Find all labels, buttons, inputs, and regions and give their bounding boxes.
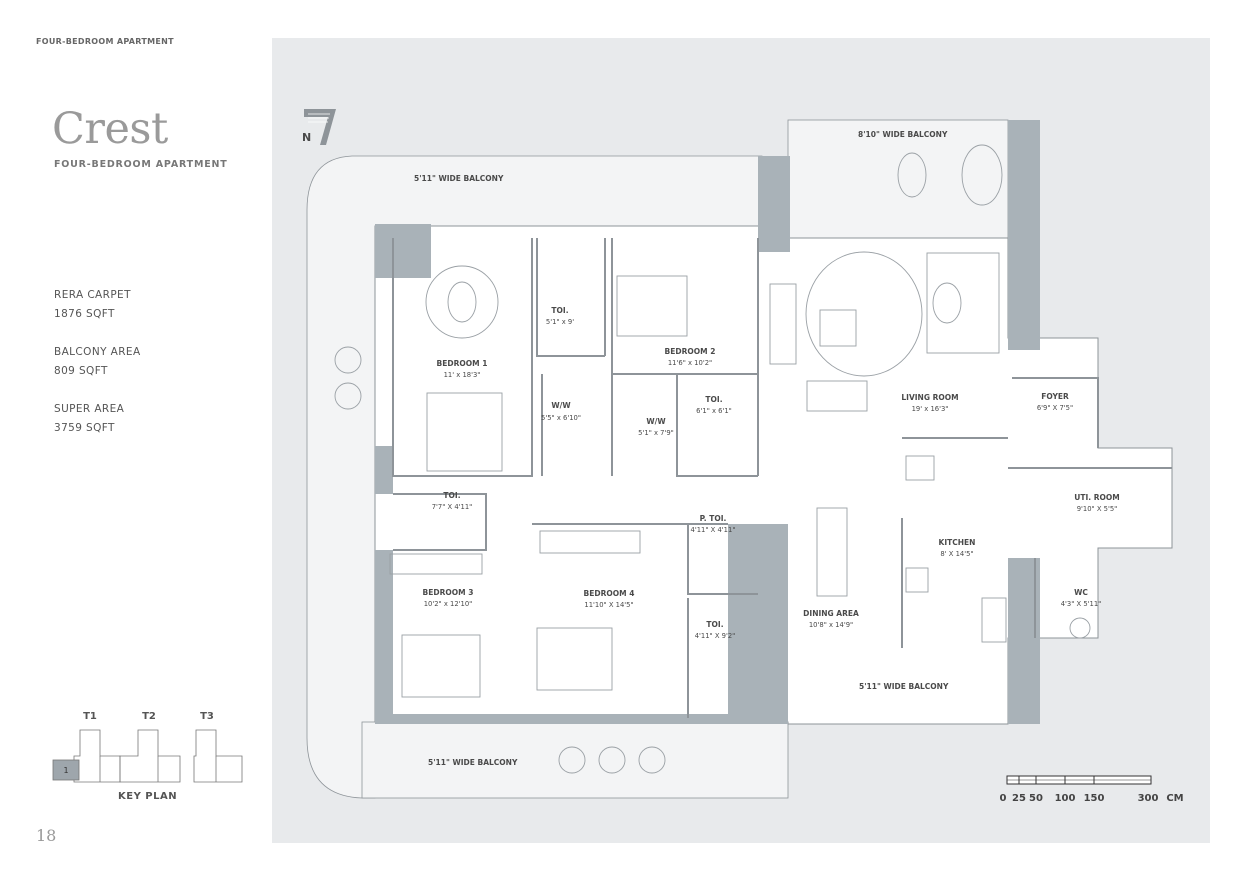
page-subtitle: FOUR-BEDROOM APARTMENT	[54, 159, 228, 170]
key-unit-number: 1	[63, 766, 68, 775]
wall-right-column	[1008, 120, 1040, 350]
scale-tick-0: 0	[1000, 793, 1007, 804]
room-wiw1-name: W/W	[551, 401, 571, 410]
room-foyer-name: FOYER	[1041, 392, 1069, 401]
room-bedroom1-dim: 11' x 18'3"	[444, 371, 481, 379]
room-toi1-name: TOI.	[551, 306, 568, 315]
stat-balcony-area: BALCONY AREA 809 SQFT	[54, 343, 254, 381]
scale-bar	[1006, 775, 1152, 785]
room-ptoi-name: P. TOI.	[700, 514, 727, 523]
stat-value: 3759 SQFT	[54, 422, 115, 434]
scale-tick-25: 25	[1012, 793, 1026, 804]
area-stats: RERA CARPET 1876 SQFT BALCONY AREA 809 S…	[54, 286, 254, 457]
scale-tick-50: 50	[1029, 793, 1043, 804]
header-label: FOUR-BEDROOM APARTMENT	[36, 37, 174, 46]
room-toi3-name: TOI.	[443, 491, 460, 500]
room-toi4-dim: 4'11" X 9'2"	[695, 632, 736, 640]
scale-tick-150: 150	[1084, 793, 1105, 804]
page-title: Crest	[52, 104, 168, 154]
room-living-name: LIVING ROOM	[901, 393, 958, 402]
north-label: N	[302, 131, 311, 144]
room-utility-name: UTI. ROOM	[1074, 493, 1119, 502]
wall-column-center	[728, 524, 788, 724]
wall-column	[758, 156, 790, 252]
wall-column	[375, 446, 393, 494]
room-toi2-dim: 6'1" x 6'1"	[696, 407, 732, 415]
balcony-label-top-right: 8'10" WIDE BALCONY	[858, 130, 948, 139]
room-toi2-name: TOI.	[705, 395, 722, 404]
key-plan-highlight-unit	[52, 759, 80, 781]
room-bedroom2-dim: 11'6" x 10'2"	[668, 359, 712, 367]
room-dining-name: DINING AREA	[803, 609, 859, 618]
room-foyer-dim: 6'9" X 7'5"	[1037, 404, 1073, 412]
floor-plan: N	[302, 109, 1184, 804]
scale-tick-100: 100	[1055, 793, 1076, 804]
key-tower-t2: T2	[142, 711, 156, 722]
room-wc-name: WC	[1074, 588, 1088, 597]
key-plan-title: KEY PLAN	[118, 791, 178, 802]
key-plan-diagram: T1 T2 T3 1	[52, 711, 243, 783]
stat-label: SUPER AREA	[54, 403, 125, 415]
room-wc-dim: 4'3" X 5'11"	[1061, 600, 1102, 608]
key-tower-t1: T1	[83, 711, 97, 722]
room-ptoi-dim: 4'11" X 4'11"	[691, 526, 736, 534]
wall-bottom	[392, 714, 788, 724]
room-utility-dim: 9'10" X 5'5"	[1077, 505, 1118, 513]
stat-label: RERA CARPET	[54, 289, 131, 301]
room-bedroom3-dim: 10'2" x 12'10"	[424, 600, 473, 608]
room-toi3-dim: 7'7" X 4'11"	[432, 503, 473, 511]
stat-value: 1876 SQFT	[54, 308, 115, 320]
balcony-label-bottom-right: 5'11" WIDE BALCONY	[859, 682, 949, 691]
wall-column	[375, 224, 431, 278]
structural-walls	[375, 120, 1040, 724]
partitions	[392, 238, 1172, 718]
room-bedroom1-name: BEDROOM 1	[437, 359, 488, 368]
room-wiw1-dim: 5'5" x 6'10"	[541, 414, 581, 422]
furniture	[334, 144, 1091, 774]
balcony-label-bottom-left: 5'11" WIDE BALCONY	[428, 758, 518, 767]
room-dining-dim: 10'8" x 14'9"	[809, 621, 853, 629]
stat-super-area: SUPER AREA 3759 SQFT	[54, 400, 254, 438]
stat-label: BALCONY AREA	[54, 346, 141, 358]
page-number: 18	[36, 826, 57, 845]
key-plan-towers	[73, 729, 243, 783]
room-kitchen-dim: 8' X 14'5"	[940, 550, 973, 558]
scale-unit: CM	[1166, 793, 1183, 804]
room-wiw2-name: W/W	[646, 417, 666, 426]
balcony-bottom-left	[361, 721, 789, 799]
room-wiw2-dim: 5'1" x 7'9"	[638, 429, 674, 437]
room-bedroom3-name: BEDROOM 3	[423, 588, 474, 597]
room-toi1-dim: 5'1" x 9'	[546, 318, 574, 326]
north-arrow-icon	[304, 109, 336, 145]
room-kitchen-name: KITCHEN	[939, 538, 976, 547]
room-toi4-name: TOI.	[706, 620, 723, 629]
room-bedroom4-dim: 11'10" X 14'5"	[584, 601, 633, 609]
stat-value: 809 SQFT	[54, 365, 108, 377]
key-tower-t3: T3	[200, 711, 214, 722]
room-bedroom2-name: BEDROOM 2	[665, 347, 716, 356]
wall-left	[375, 550, 393, 724]
room-living-dim: 19' x 16'3"	[912, 405, 949, 413]
balcony-label-top-left: 5'11" WIDE BALCONY	[414, 174, 504, 183]
stat-rera-carpet: RERA CARPET 1876 SQFT	[54, 286, 254, 324]
scale-tick-300: 300	[1138, 793, 1159, 804]
room-bedroom4-name: BEDROOM 4	[584, 589, 635, 598]
